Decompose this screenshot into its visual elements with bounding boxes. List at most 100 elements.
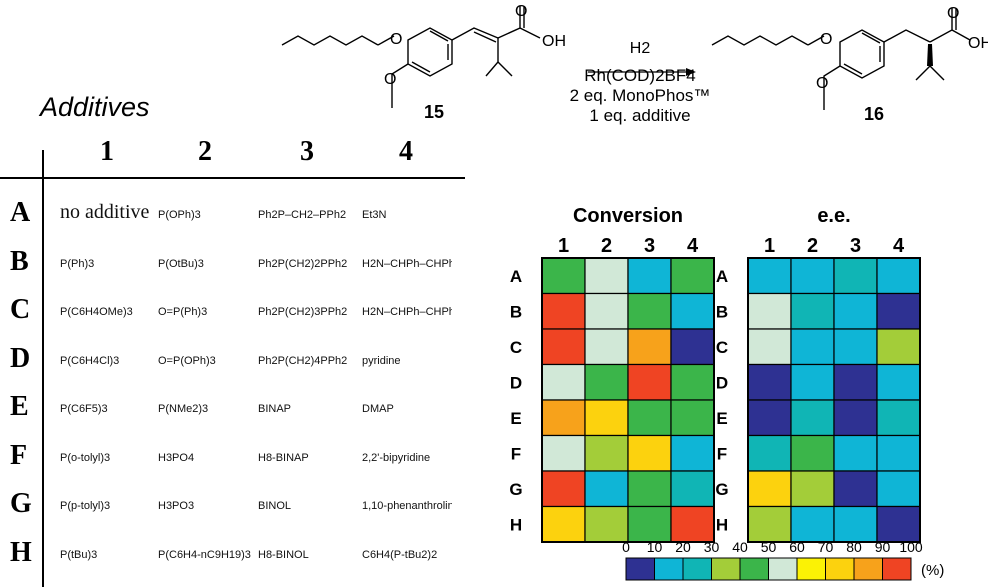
table-cell: DMAP xyxy=(362,403,394,415)
table-cell: C6H4(P-tBu2)2 xyxy=(362,548,438,561)
table-row-label-F: F xyxy=(10,439,28,471)
additive-text: 1 eq. additive xyxy=(589,106,691,125)
legend-swatch xyxy=(768,557,798,581)
heatmap-cell xyxy=(747,434,792,472)
legend-tick-label: 20 xyxy=(675,539,691,555)
heatmap-row-label: A xyxy=(510,267,522,286)
table-row-label-H: H xyxy=(10,536,32,568)
table-cell: pyridine xyxy=(362,354,401,367)
table-column-header-3: 3 xyxy=(300,136,314,167)
heatmap-cell xyxy=(541,292,586,330)
heatmap-cell xyxy=(584,505,629,543)
heatmap-cell xyxy=(627,470,672,508)
table-cell: P(C6F5)3 xyxy=(60,403,108,415)
heatmap-row-label: G xyxy=(509,480,522,499)
legend-tick-label: 60 xyxy=(789,539,805,555)
svg-text:OH: OH xyxy=(968,35,988,52)
substrate-label: 15 xyxy=(424,102,444,122)
heatmap-cell xyxy=(584,328,629,366)
heatmap-cell xyxy=(627,363,672,401)
table-cell: 2,2'-bipyridine xyxy=(362,451,431,464)
table-row-label-D: D xyxy=(10,342,31,374)
heatmap-border xyxy=(747,257,921,543)
legend-tick-label: 70 xyxy=(818,539,834,555)
table-cell: Ph2P(CH2)3PPh2 xyxy=(258,306,348,318)
heatmap-cell xyxy=(627,505,672,543)
legend-swatch xyxy=(739,557,769,581)
heatmap-cell xyxy=(833,363,878,401)
heatmap-row-label: D xyxy=(716,373,728,392)
heatmap-col-label: 3 xyxy=(644,235,655,257)
legend-swatch xyxy=(853,557,883,581)
heatmap-cell xyxy=(670,257,715,295)
heatmap-cell xyxy=(876,257,921,295)
heatmap-cell xyxy=(833,257,878,295)
legend-tick-label: 10 xyxy=(647,539,663,555)
heatmap-cell xyxy=(670,363,715,401)
heatmap-row-label: D xyxy=(510,373,522,392)
stereo-wedge xyxy=(927,44,933,66)
svg-text:O: O xyxy=(384,71,396,88)
legend-swatch xyxy=(654,557,684,581)
heatmap-cell xyxy=(670,470,715,508)
heatmap-cell xyxy=(790,292,835,330)
legend-swatch xyxy=(796,557,826,581)
heatmap-cell xyxy=(670,399,715,437)
table-cell: 1,10-phenanthroline xyxy=(362,500,452,512)
reaction-scheme: O O O OH 15 O O O OH 16 xyxy=(281,3,988,124)
heatmap-cell xyxy=(747,257,792,295)
heatmap-cell xyxy=(584,399,629,437)
additives-title: Additives xyxy=(40,92,150,122)
heatmap-cell xyxy=(541,363,586,401)
substrate-structure xyxy=(281,6,541,108)
heatmap-cell xyxy=(747,363,792,401)
heatmap-border xyxy=(541,257,715,543)
heatmap-cell xyxy=(747,328,792,366)
heatmap-cell xyxy=(670,292,715,330)
legend-swatch xyxy=(625,557,655,581)
heatmap-cell xyxy=(833,505,878,543)
heatmap-cell xyxy=(541,505,586,543)
heatmap-cell xyxy=(627,434,672,472)
heatmap-cell xyxy=(790,363,835,401)
table-column-header-4: 4 xyxy=(399,136,413,167)
table-header-rule xyxy=(0,177,465,179)
heatmap-cell xyxy=(541,399,586,437)
heatmap-cell xyxy=(876,292,921,330)
table-cell: H3PO3 xyxy=(158,500,195,512)
reagent-text: H2 xyxy=(629,40,651,57)
heatmap-cell xyxy=(833,292,878,330)
heatmap-cell xyxy=(584,363,629,401)
heatmap-col-label: 4 xyxy=(893,235,905,257)
heatmap-row-label: E xyxy=(716,409,727,428)
table-cell: P(Ph)3 xyxy=(60,257,95,270)
catalyst-text: Rh(COD)2BF4 xyxy=(584,66,696,85)
heatmap-cell xyxy=(790,399,835,437)
table-column-header-1: 1 xyxy=(100,136,114,167)
table-cell: P(C6H4Cl)3 xyxy=(60,354,120,367)
ligand-text: 2 eq. MonoPhos™ xyxy=(569,86,711,105)
heatmap-cell xyxy=(627,328,672,366)
table-row-label-A: A xyxy=(10,197,31,228)
heatmap-row-label: B xyxy=(716,302,728,321)
heatmap-cell xyxy=(876,328,921,366)
heatmap-cell xyxy=(876,399,921,437)
table-cell: Ph2P(CH2)4PPh2 xyxy=(258,354,348,367)
heatmap-cell xyxy=(876,505,921,543)
table-cell: P(tBu)3 xyxy=(60,548,98,561)
heatmap-cell xyxy=(790,257,835,295)
heatmap-cell xyxy=(790,328,835,366)
legend-swatch xyxy=(682,557,712,581)
heatmap-col-label: 1 xyxy=(558,235,569,257)
table-row-label-C: C xyxy=(10,294,31,325)
heatmap-row-label: A xyxy=(716,267,728,286)
svg-text:O: O xyxy=(390,31,402,48)
heatmap-cell xyxy=(790,505,835,543)
heatmap-cell xyxy=(627,292,672,330)
heatmap-title: e.e. xyxy=(817,205,850,227)
heatmap-col-label: 3 xyxy=(850,235,861,257)
table-row-label-B: B xyxy=(10,245,29,277)
heatmap-cell xyxy=(876,434,921,472)
table-cell: P(C6H4-nC9H19)3 xyxy=(158,548,251,561)
